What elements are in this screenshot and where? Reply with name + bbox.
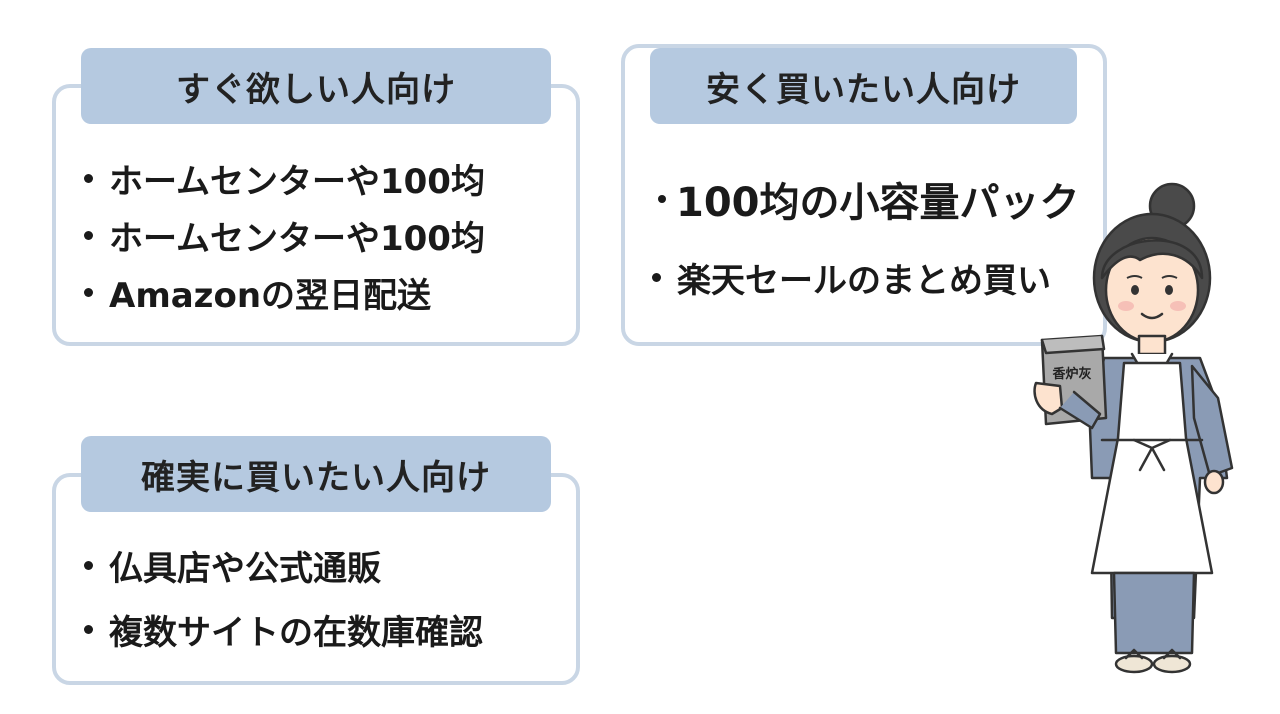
bullet-icon xyxy=(652,272,661,282)
list-item-text: ホームセンターや100均 xyxy=(109,162,485,202)
list-item: Amazonの翌日配送 xyxy=(84,264,485,321)
bullet-icon xyxy=(84,288,93,297)
bullet-icon xyxy=(84,174,93,183)
list-item-text: 複数サイトの在数庫確認 xyxy=(109,612,483,653)
list-cheap-buyers: 100均の小容量パック 楽天セールのまとめ買い xyxy=(652,160,1080,308)
list-item: 仏具店や公式通販 xyxy=(84,533,483,597)
bullet-icon xyxy=(84,560,93,570)
list-item-text: 仏具店や公式通販 xyxy=(109,548,381,589)
list-item: ホームセンターや100均 xyxy=(84,150,485,207)
card-title-sure-buyers: 確実に買いたい人向け xyxy=(81,436,551,512)
list-quick-buyers: ホームセンターや100均 ホームセンターや100均 Amazonの翌日配送 xyxy=(84,150,485,321)
shop-clerk-illustration: 香炉灰 xyxy=(1033,182,1234,674)
bullet-icon xyxy=(84,624,93,634)
list-sure-buyers: 仏具店や公式通販 複数サイトの在数庫確認 xyxy=(84,533,483,661)
list-item: 100均の小容量パック xyxy=(652,160,1080,238)
list-item-text: 100均の小容量パック xyxy=(676,180,1080,226)
card-title-cheap-buyers: 安く買いたい人向け xyxy=(650,48,1077,124)
apron xyxy=(1090,361,1214,575)
card-title-quick-buyers: すぐ欲しい人向け xyxy=(81,48,551,124)
bullet-icon xyxy=(658,195,666,203)
list-item: ホームセンターや100均 xyxy=(84,207,485,264)
list-item-text: Amazonの翌日配送 xyxy=(109,276,432,316)
list-item: 複数サイトの在数庫確認 xyxy=(84,597,483,661)
list-item-text: ホームセンターや100均 xyxy=(109,219,485,259)
list-item-text: 楽天セールのまとめ買い xyxy=(677,260,1051,301)
bag-label: 香炉灰 xyxy=(1051,366,1091,382)
list-item: 楽天セールのまとめ買い xyxy=(652,246,1080,308)
bullet-icon xyxy=(84,231,93,240)
